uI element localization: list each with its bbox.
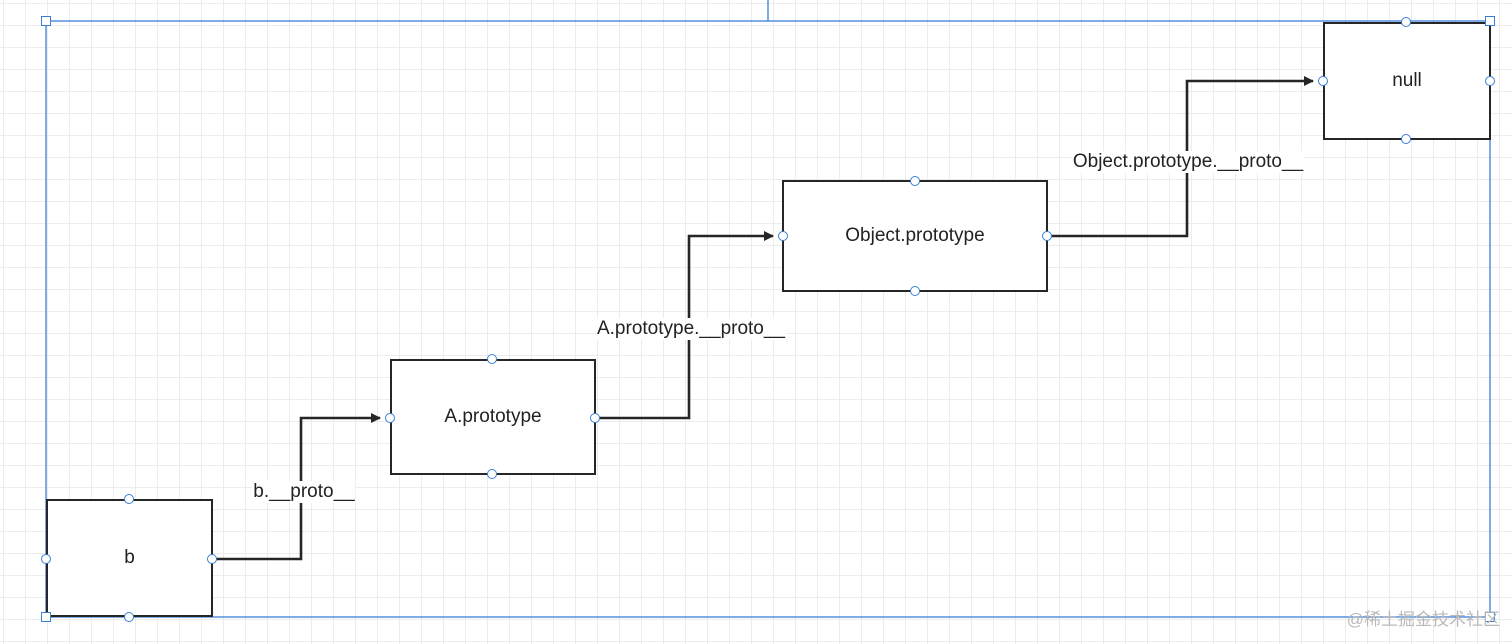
node-a-prototype[interactable]: A.prototype [390, 359, 596, 475]
watermark: @稀土掘金技术社区 [1346, 610, 1500, 629]
edge-label-a-proto: A.prototype.__proto__ [595, 318, 787, 340]
port-object-prototype-left[interactable] [778, 231, 788, 241]
resize-handle-top-left[interactable] [41, 16, 51, 26]
resize-handle-bottom-left[interactable] [41, 612, 51, 622]
node-b[interactable]: b [46, 499, 213, 617]
port-null-bottom[interactable] [1401, 134, 1411, 144]
node-a-prototype-label: A.prototype [444, 406, 542, 427]
port-b-top[interactable] [124, 494, 134, 504]
port-null-top[interactable] [1401, 17, 1411, 27]
port-b-bottom[interactable] [124, 612, 134, 622]
node-object-prototype-label: Object.prototype [845, 225, 985, 246]
node-object-prototype[interactable]: Object.prototype [782, 180, 1048, 292]
resize-handle-bottom-right[interactable] [1485, 612, 1495, 622]
node-null[interactable]: null [1323, 22, 1491, 140]
port-null-right[interactable] [1485, 76, 1495, 86]
port-object-prototype-top[interactable] [910, 176, 920, 186]
port-object-prototype-right[interactable] [1042, 231, 1052, 241]
resize-handle-top-right[interactable] [1485, 16, 1495, 26]
port-object-prototype-bottom[interactable] [910, 286, 920, 296]
port-a-prototype-bottom[interactable] [487, 469, 497, 479]
port-a-prototype-right[interactable] [590, 413, 600, 423]
port-b-left[interactable] [41, 554, 51, 564]
port-a-prototype-top[interactable] [487, 354, 497, 364]
port-null-left[interactable] [1318, 76, 1328, 86]
node-null-label: null [1392, 70, 1422, 91]
port-b-right[interactable] [207, 554, 217, 564]
edge-label-b-proto: b.__proto__ [252, 481, 356, 503]
port-a-prototype-left[interactable] [385, 413, 395, 423]
node-b-label: b [124, 547, 135, 568]
edge-label-object-proto: Object.prototype.__proto__ [1071, 151, 1305, 173]
